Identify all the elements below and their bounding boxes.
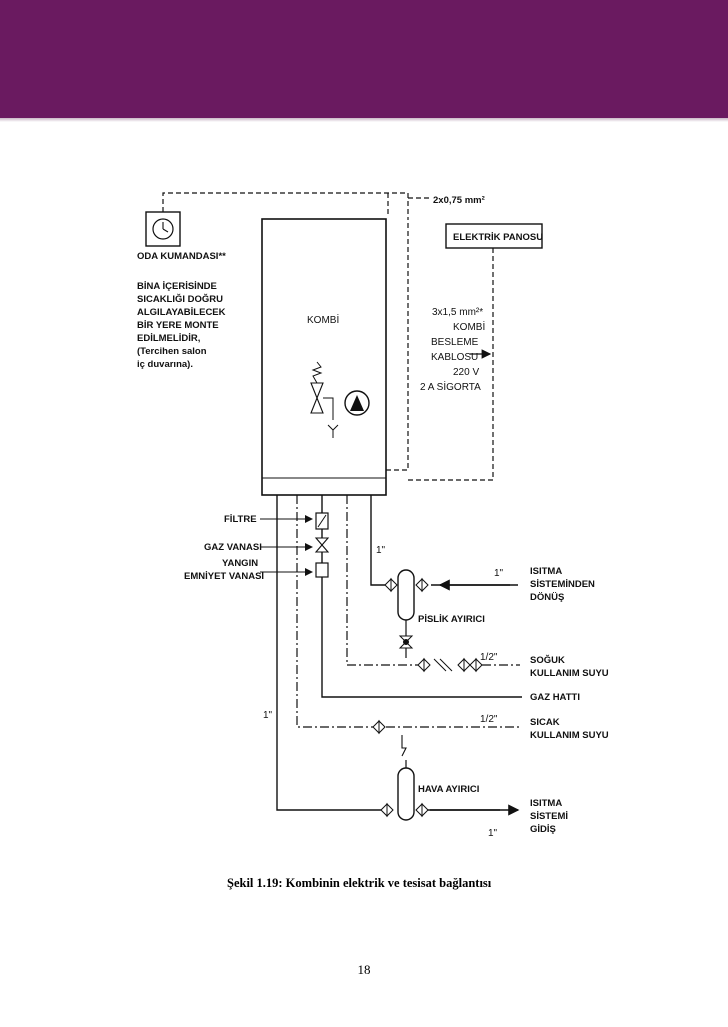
note-line-6: (Tercihen salon (137, 346, 207, 357)
fire-valve-symbol (315, 562, 329, 578)
cold-water-label-2: KULLANIM SUYU (530, 668, 609, 679)
boiler-label: KOMBİ (307, 313, 339, 326)
cable-top-label: 2x0,75 mm² (433, 195, 485, 206)
room-thermostat-label: ODA KUMANDASI** (137, 251, 226, 262)
pipe-size-label-c: 1" (263, 710, 273, 721)
fire-valve-label-2: EMNİYET VANASI (184, 571, 264, 582)
pipe-hot-water (296, 495, 373, 728)
supply-line-6: 2 A SİGORTA (420, 380, 481, 393)
pipe-size-label-half-a: 1/2" (480, 652, 498, 663)
dirt-separator-label: PİSLİK AYIRICI (418, 614, 485, 625)
pipe-heating-flow (276, 495, 381, 811)
note-line-5: EDİLMELİDİR, (137, 333, 200, 344)
return-label-1: ISITMA (530, 566, 562, 577)
panel-supply-cable (408, 248, 494, 481)
boiler-bottom (261, 477, 387, 496)
air-separator-label: HAVA AYIRICI (418, 784, 479, 795)
supply-line-1: 3x1,5 mm²* (432, 307, 483, 318)
fire-valve-label-1: YANGIN (222, 558, 258, 569)
pump-icon (344, 390, 370, 416)
page-number: 18 (357, 962, 371, 977)
clock-hands (162, 222, 169, 233)
safety-valve-icon (310, 361, 339, 438)
supply-line-4: KABLOSU (431, 352, 478, 363)
flow-label-2: SİSTEMİ (530, 811, 568, 822)
note-line-3: ALGILAYABİLECEK (137, 307, 226, 318)
pipe-size-label-d: 1" (488, 828, 498, 839)
gas-valve-label: GAZ VANASI (204, 542, 262, 553)
thermostat-cable (162, 192, 409, 220)
hot-water-label-2: KULLANIM SUYU (530, 730, 609, 741)
gas-line-label: GAZ HATTI (530, 692, 580, 703)
electric-panel (445, 223, 543, 249)
header-banner (0, 0, 728, 118)
pipe-size-label-b: 1" (494, 568, 504, 579)
note-line-4: BİR YERE MONTE (137, 320, 219, 331)
supply-line-5: 220 V (453, 367, 479, 378)
pipe-size-label-a: 1" (376, 545, 386, 556)
note-line-1: BİNA İÇERİSİNDE (137, 281, 217, 292)
dirt-separator (384, 569, 429, 658)
return-label-2: SİSTEMİNDEN (530, 579, 595, 590)
gas-valve-symbol (314, 537, 330, 553)
cold-water-label-1: SOĞUK (530, 654, 565, 666)
hot-water-label-1: SICAK (530, 717, 560, 728)
supply-line-3: BESLEME (431, 337, 479, 348)
note-line-2: SICAKLIĞI DOĞRU (137, 293, 223, 305)
hot-water-tap (401, 735, 407, 757)
supply-line-2: KOMBİ (453, 320, 485, 333)
pipe-heating-return (370, 495, 385, 586)
hot-water-valve (372, 719, 386, 735)
electric-panel-label: ELEKTRİK PANOSU (453, 232, 543, 243)
air-separator (380, 760, 429, 821)
filter-label: FİLTRE (224, 514, 257, 525)
flow-label-1: ISITMA (530, 798, 562, 809)
pipe-cold-water (346, 495, 418, 666)
figure-caption: Şekil 1.19: Kombinin elektrik ve tesisat… (227, 876, 492, 890)
note-line-7: iç duvarına). (137, 359, 193, 370)
cold-water-valves (417, 657, 483, 673)
header-shadow (0, 118, 728, 122)
boiler-cable-right (386, 220, 409, 471)
clock-icon (152, 218, 174, 240)
return-label-3: DÖNÜŞ (530, 592, 564, 603)
flow-label-3: GİDİŞ (530, 824, 556, 835)
pipe-size-label-half-b: 1/2" (480, 714, 498, 725)
pipe-gas (321, 495, 522, 698)
boiler-body (261, 218, 387, 496)
